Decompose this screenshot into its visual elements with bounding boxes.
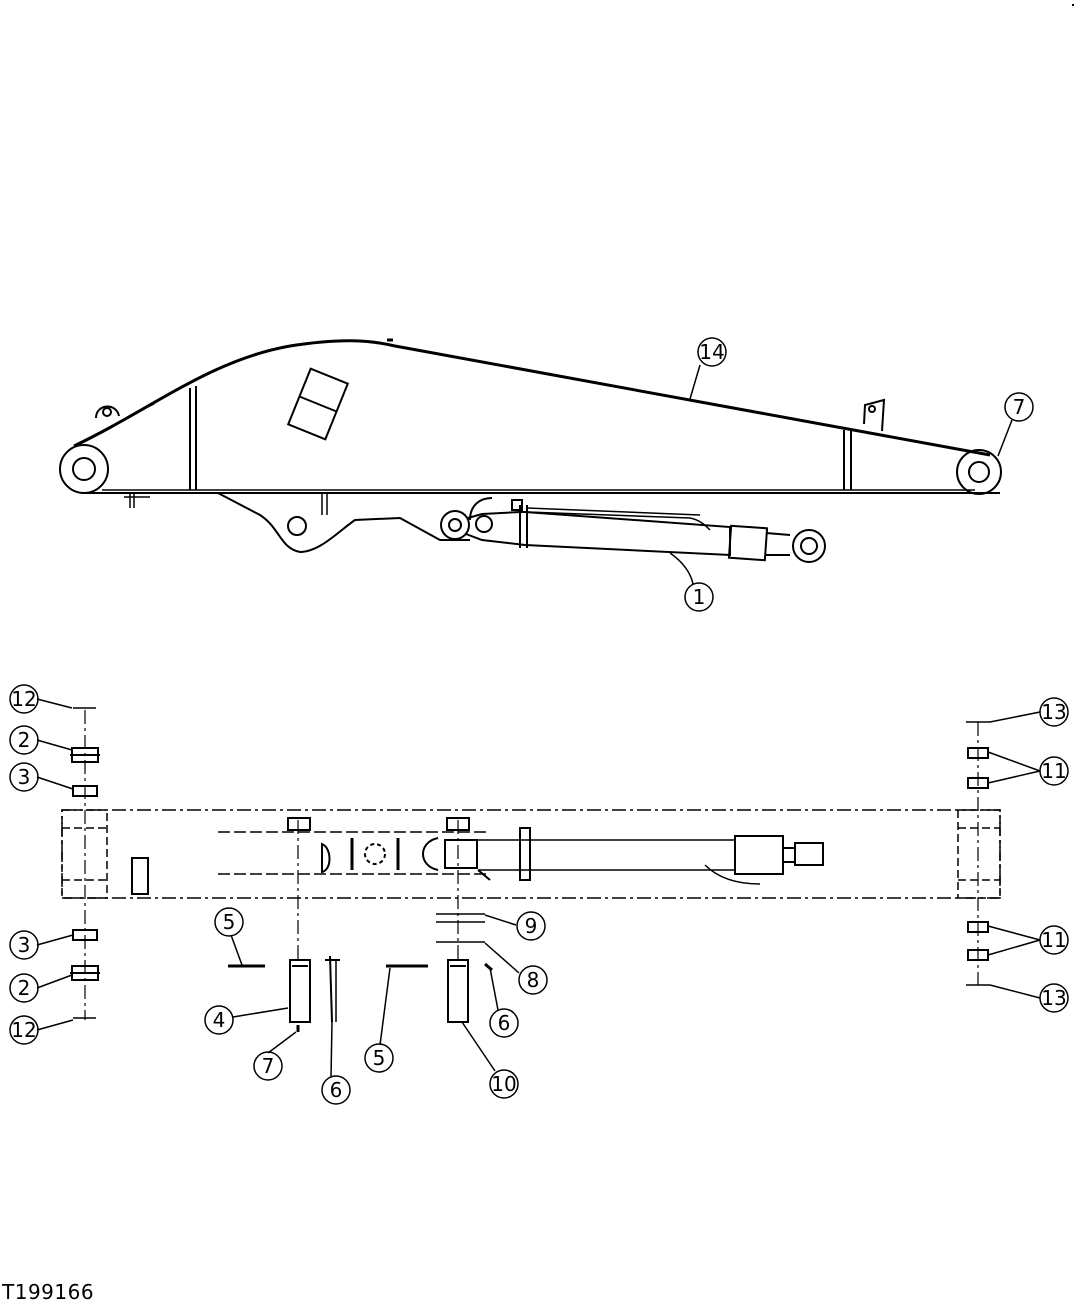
bucket-pivot-boss: [956, 449, 1002, 495]
callout-7-side: 7: [1013, 395, 1026, 419]
callout-10: 10: [491, 1072, 516, 1096]
callout-12-bottom: 12: [11, 1018, 36, 1042]
callout-11-top: 11: [1041, 759, 1066, 783]
callout-8: 8: [527, 968, 540, 992]
callout-5-right: 5: [373, 1046, 386, 1070]
callout-13-bottom: 13: [1041, 986, 1066, 1010]
figure-id: T199166: [2, 1280, 95, 1304]
callout-bubbles: [9, 337, 1069, 1105]
callout-3-bottom: 3: [18, 933, 31, 957]
corner-mark: [1072, 4, 1074, 6]
callout-9: 9: [525, 914, 538, 938]
callout-3-top: 3: [18, 765, 31, 789]
bucket-cylinder: [465, 499, 826, 563]
callout-6-left: 6: [330, 1078, 343, 1102]
callout-leaders: [36, 364, 1041, 1078]
arm-pivot-boss: [59, 444, 109, 494]
callout-2-bottom: 2: [18, 976, 31, 1000]
callout-1: 1: [693, 585, 706, 609]
arm-top-view: [61, 710, 1001, 1020]
callout-4: 4: [213, 1008, 226, 1032]
callout-5-left: 5: [223, 910, 236, 934]
callout-2-top: 2: [18, 728, 31, 752]
pin-4-assembly: [228, 955, 340, 1032]
callout-11-bottom: 11: [1041, 928, 1066, 952]
callout-7-bottom: 7: [262, 1054, 275, 1078]
pin-10-assembly: [386, 913, 493, 1023]
left-pin-hardware: [70, 707, 100, 1019]
decal-plate: [286, 367, 350, 441]
arm-side-view: [59, 338, 1002, 563]
callout-12-top: 12: [11, 687, 36, 711]
callout-13-top: 13: [1041, 700, 1066, 724]
callout-14: 14: [699, 340, 724, 364]
callout-6-right: 6: [498, 1011, 511, 1035]
